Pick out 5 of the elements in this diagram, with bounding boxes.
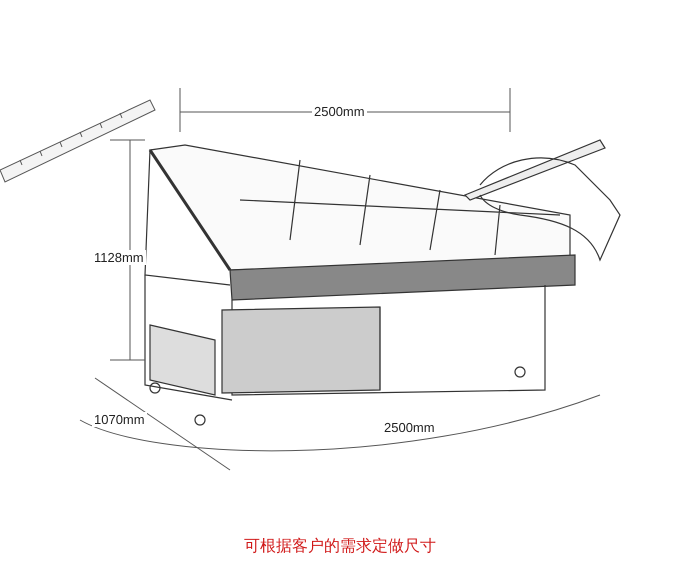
dimension-label: 1070mm — [92, 412, 147, 427]
dimension-label: 1128mm — [92, 250, 146, 265]
dimension-label: 2500mm — [382, 420, 437, 435]
dimension-label: 2500mm — [312, 104, 367, 119]
caption: 可根据客户的需求定做尺寸 — [244, 538, 436, 555]
